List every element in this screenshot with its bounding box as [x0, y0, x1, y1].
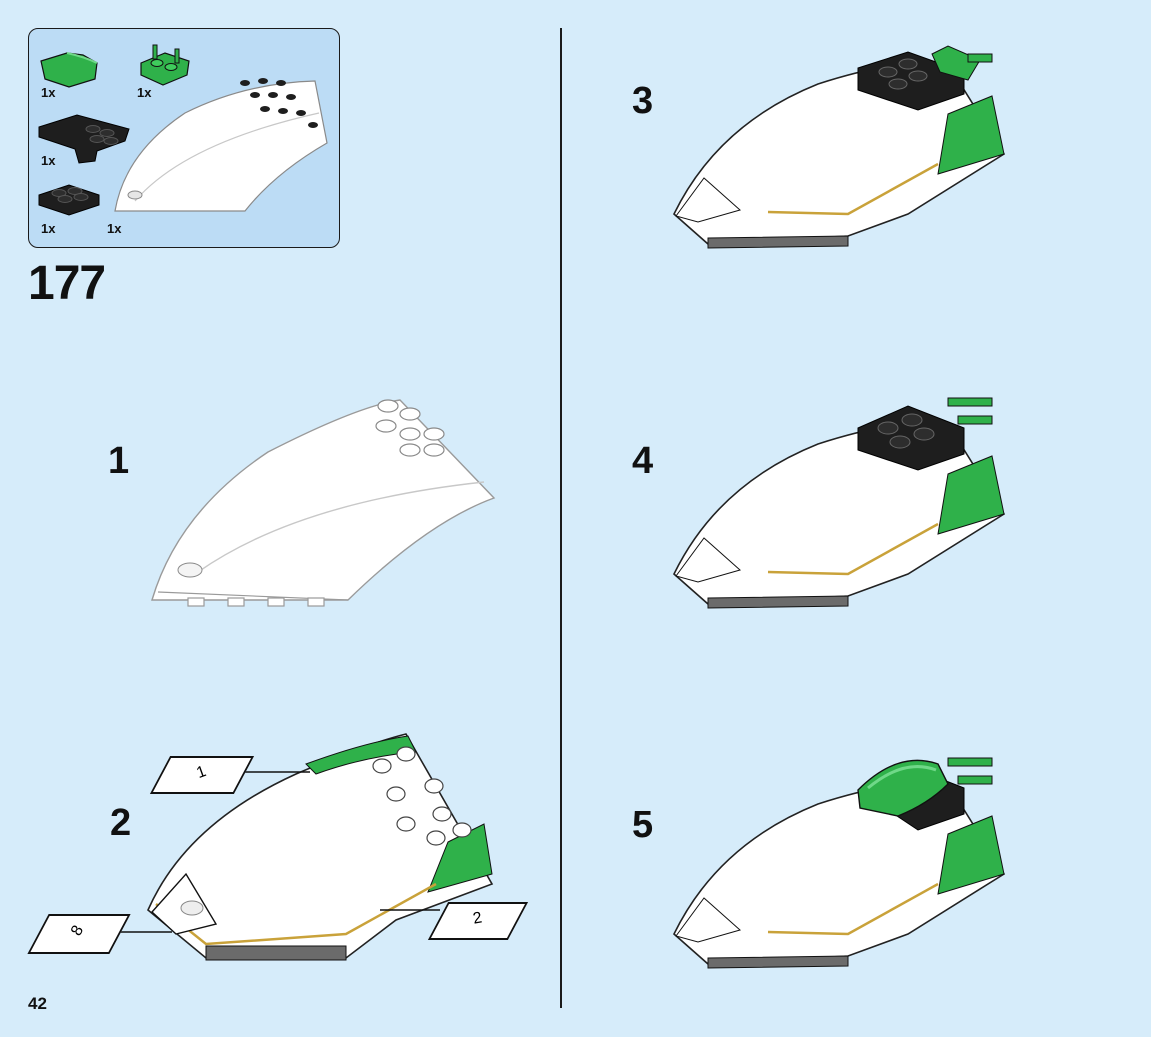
- windscreen-model-step1: [148, 392, 498, 614]
- part-qty: 1x: [41, 153, 55, 168]
- main-step-number: 177: [28, 256, 105, 311]
- substep-number: 1: [108, 440, 129, 483]
- green-curved-slope-icon: [39, 49, 101, 89]
- substep-number: 5: [632, 804, 653, 847]
- substep-number: 3: [632, 80, 653, 123]
- black-2x2-plate-icon: [37, 181, 103, 217]
- sticker-number: 8: [68, 923, 88, 940]
- part-qty: 1x: [107, 221, 121, 236]
- sticker-number: 1: [194, 763, 209, 783]
- part-qty: 1x: [41, 221, 55, 236]
- part-qty: 1x: [41, 85, 55, 100]
- windscreen-model-step3: [668, 24, 1014, 256]
- windscreen-model-step4: [668, 384, 1014, 616]
- column-divider: [560, 28, 562, 1008]
- page-number: 42: [28, 994, 47, 1014]
- substep-number: 4: [632, 440, 653, 483]
- parts-list-box: 1x 1x 1x 1x 1x: [28, 28, 340, 248]
- sticker-number: 2: [472, 909, 484, 928]
- windscreen-model-step5: [668, 744, 1014, 976]
- trans-clear-windscreen-assembly-icon: [105, 73, 331, 221]
